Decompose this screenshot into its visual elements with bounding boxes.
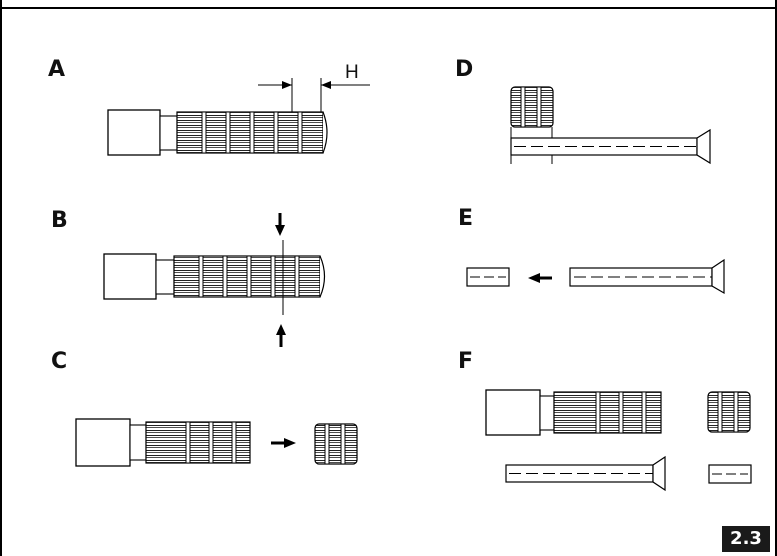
dimension-label-h: H	[345, 62, 359, 83]
handle-neck	[159, 115, 178, 151]
step-f-drawing	[485, 389, 752, 492]
handle-body	[75, 418, 131, 467]
handle-body	[485, 389, 541, 436]
arrow-right	[284, 438, 296, 448]
cut-knurl-piece	[314, 423, 358, 465]
arrow-down	[275, 225, 285, 236]
handle-neck	[539, 395, 555, 431]
arrow-left	[528, 273, 540, 283]
step-a-drawing	[107, 78, 370, 156]
step-label-c: C	[51, 349, 68, 374]
step-label-e: E	[458, 206, 474, 231]
tube-flare	[696, 128, 711, 165]
step-c-drawing	[75, 418, 358, 467]
step-b-drawing	[103, 213, 326, 347]
step-label-f: F	[458, 349, 474, 374]
step-d-drawing	[510, 86, 711, 165]
figure-number-badge: 2.3	[722, 526, 770, 552]
tube-flare	[652, 455, 666, 492]
handle-neck	[129, 424, 147, 461]
arrow-up	[276, 324, 286, 335]
step-label-b: B	[51, 208, 68, 233]
handle-neck	[155, 259, 175, 295]
tube-flare	[711, 258, 725, 295]
knurl-piece	[707, 391, 751, 433]
handle-body	[103, 253, 157, 300]
step-label-d: D	[455, 57, 474, 82]
knurl-piece	[510, 86, 554, 128]
step-e-drawing	[466, 258, 725, 295]
handle-body	[107, 109, 161, 156]
step-label-a: A	[48, 57, 66, 82]
